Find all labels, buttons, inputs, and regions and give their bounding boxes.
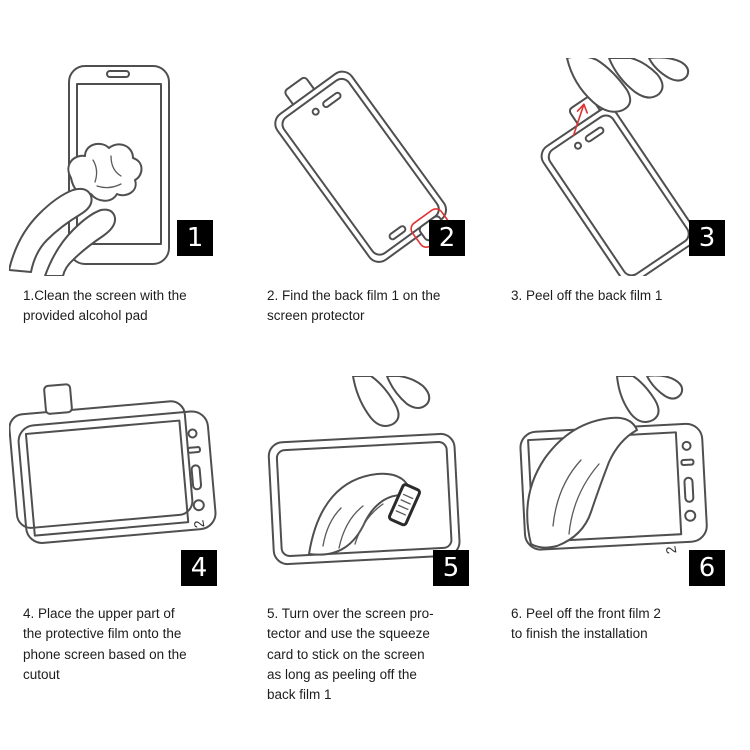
red-peel-arrow-icon [572,103,589,137]
step-3-panel: 3 3. Peel off the back film 1 [497,58,741,376]
step-caption: 4. Place the upper part of the protectiv… [23,606,187,682]
hand-icon [9,187,117,276]
step-4-panel: 2 4 4. Place the upper part of the prote… [9,376,253,728]
step-2-panel: 2 2. Find the back film 1 on the screen … [253,58,497,376]
hand-icon [352,376,431,427]
step-caption: 5. Turn over the screen pro- tector and … [267,606,434,702]
hand-icon [566,58,690,113]
step-5-illustration [267,376,461,566]
film-tab-icon [43,383,73,415]
step-caption: 6. Peel off the front film 2 to finish t… [511,606,661,642]
step-number-badge: 3 [689,220,725,256]
peeling-front-film-icon [526,416,638,549]
protective-film-icon [9,383,194,529]
step-6-panel: 2 6 6. Peel off the front film 2 to fini… [497,376,741,728]
step-number-badge: 6 [689,550,725,586]
step-caption: 3. Peel off the back film 1 [511,288,663,303]
alcohol-pad-icon [67,142,143,202]
step-number-badge: 1 [177,220,213,256]
step-caption: 2. Find the back film 1 on the screen pr… [267,288,441,324]
step-caption: 1.Clean the screen with the provided alc… [23,288,187,324]
step-1-panel: 1 1.Clean the screen with the provided a… [9,58,253,376]
squeeze-card-icon [388,483,421,527]
step-1-illustration [9,65,170,276]
hand-icon [616,376,684,423]
step-number-badge: 5 [433,550,469,586]
phone-landscape-icon [9,383,217,544]
step-6-illustration [519,376,708,551]
step-5-panel: 5 5. Turn over the screen pro- tector an… [253,376,497,728]
step-number-badge: 4 [181,550,217,586]
screen-protector-film-icon [540,95,697,276]
step-number-badge: 2 [429,220,465,256]
step-4-illustration [9,383,217,544]
steps-grid: 1 1.Clean the screen with the provided a… [9,58,741,728]
step-3-illustration [540,58,697,276]
